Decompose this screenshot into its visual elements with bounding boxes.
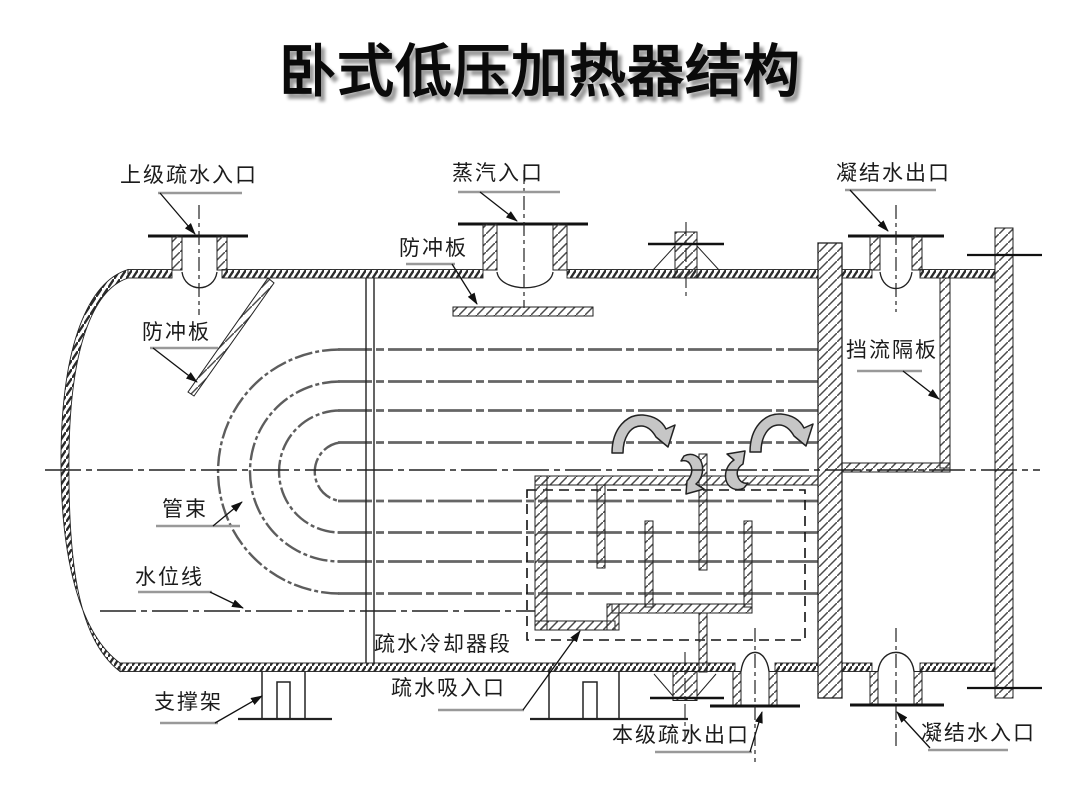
label-stage-drain-outlet: 本级疏水出口 — [612, 723, 750, 747]
label-support-frame: 支撑架 — [154, 690, 223, 714]
drain-cooler-box — [534, 453, 819, 673]
drain-cooler-boundary — [526, 489, 806, 641]
condensate-outlet-nozzle — [848, 205, 944, 312]
slide-title: 卧式低压加热器结构 — [279, 41, 801, 104]
centerlines — [45, 469, 1040, 612]
impingement-plate-left — [187, 277, 275, 397]
label-flow-baffle: 挡流隔板 — [846, 338, 938, 362]
left-head — [60, 268, 129, 673]
label-steam-inlet: 蒸汽入口 — [452, 161, 544, 185]
label-impingement-plate-left: 防冲板 — [142, 320, 211, 344]
drain-boss-bottom — [650, 652, 724, 742]
tube-bundle — [216, 348, 818, 595]
label-condensate-outlet: 凝结水出口 — [836, 161, 951, 185]
label-condensate-inlet: 凝结水入口 — [921, 721, 1036, 745]
label-tube-bundle: 管束 — [162, 497, 208, 521]
impingement-plate-mid — [452, 306, 594, 317]
right-end-wall — [967, 227, 1042, 699]
label-water-level-line: 水位线 — [135, 565, 204, 589]
steam-inlet-nozzle — [452, 170, 594, 317]
label-impingement-plate-mid: 防冲板 — [399, 236, 468, 260]
label-upper-drain-inlet: 上级疏水入口 — [120, 163, 258, 187]
vent-boss-top — [648, 222, 724, 298]
condensate-inlet-nozzle — [850, 628, 944, 748]
label-drain-suction-inlet: 疏水吸入口 — [391, 676, 506, 700]
upper-drain-inlet-nozzle — [148, 205, 248, 315]
flow-baffle-plate — [841, 277, 951, 473]
label-underlines — [138, 188, 1008, 754]
label-drain-cooler-section: 疏水冷却器段 — [374, 632, 512, 656]
supports — [238, 671, 688, 721]
stage-drain-outlet-nozzle — [710, 628, 800, 762]
leader-lines — [152, 189, 940, 753]
